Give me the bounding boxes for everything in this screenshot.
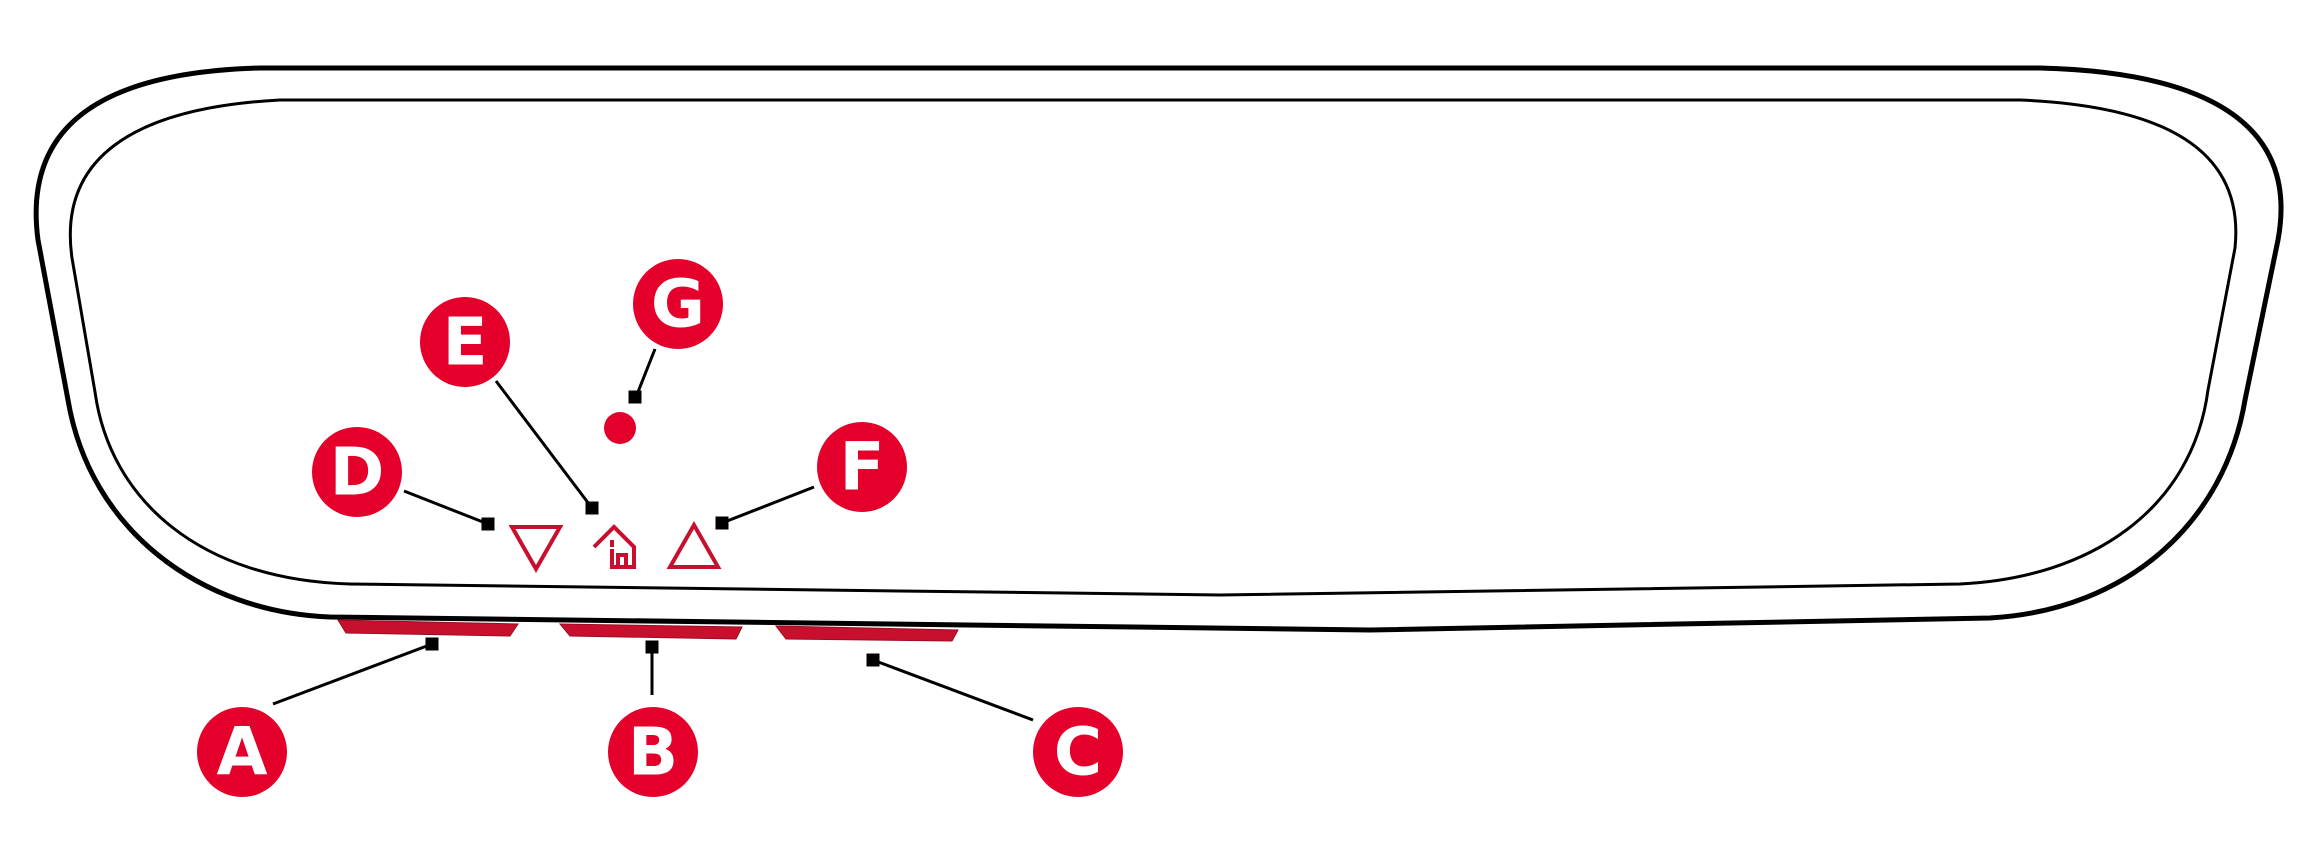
callout-b-label: B (628, 714, 678, 791)
leader-line-c (872, 658, 1034, 722)
leader-end-b (645, 640, 659, 654)
button-c[interactable] (774, 625, 959, 642)
callout-a: A (197, 707, 287, 797)
mirror-housing-outline (33, 65, 2284, 633)
callout-e: E (420, 297, 510, 387)
leader-end-g (628, 390, 642, 404)
leader-end-d (481, 517, 495, 531)
triangle-up-icon (666, 520, 722, 569)
callout-g: G (633, 259, 723, 349)
leader-line-a (272, 642, 433, 706)
leader-end-e (585, 501, 599, 515)
leader-end-a (425, 637, 439, 651)
leader-line-f (721, 485, 815, 525)
callout-d: D (312, 427, 402, 517)
leader-end-c (866, 653, 880, 667)
callout-f: F (817, 422, 907, 512)
callout-e-label: E (442, 304, 487, 381)
callout-b: B (608, 707, 698, 797)
callout-c-label: C (1054, 714, 1102, 791)
leader-line-g (634, 348, 657, 398)
indicator-dot (604, 412, 636, 444)
home-icon (592, 524, 636, 569)
triangle-down-icon (508, 525, 564, 574)
button-b[interactable] (558, 623, 743, 640)
leader-end-f (715, 516, 729, 530)
callout-g-label: G (651, 266, 705, 343)
button-a[interactable] (337, 619, 519, 637)
callout-d-label: D (330, 434, 385, 511)
leader-line-e (494, 380, 594, 509)
mirror-glass-outline (68, 98, 2238, 597)
callout-f-label: F (839, 429, 884, 506)
callout-a-label: A (216, 714, 267, 791)
leader-line-d (403, 489, 489, 526)
callout-c: C (1033, 707, 1123, 797)
